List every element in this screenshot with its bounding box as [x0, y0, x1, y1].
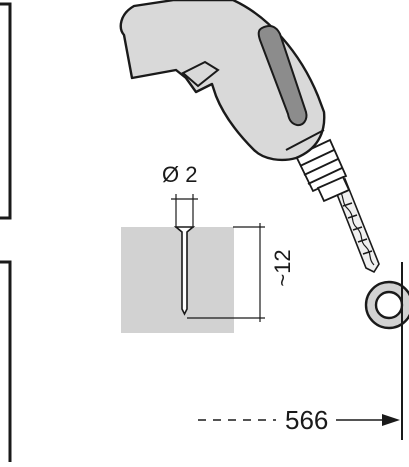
drill-hole	[173, 226, 196, 316]
depth-label: ~12	[270, 249, 295, 286]
drill-icon	[119, 0, 326, 162]
drill-chuck	[294, 138, 351, 203]
left-panel-frame	[0, 2, 12, 462]
depth-dimension	[187, 223, 265, 322]
distance-label: 566	[285, 405, 328, 435]
distance-dimension	[198, 414, 400, 426]
wall-block	[121, 226, 234, 333]
bushing-ring	[364, 280, 409, 330]
diameter-label: Ø 2	[162, 162, 197, 187]
drill-bit	[331, 177, 380, 274]
diameter-dimension	[171, 194, 198, 228]
